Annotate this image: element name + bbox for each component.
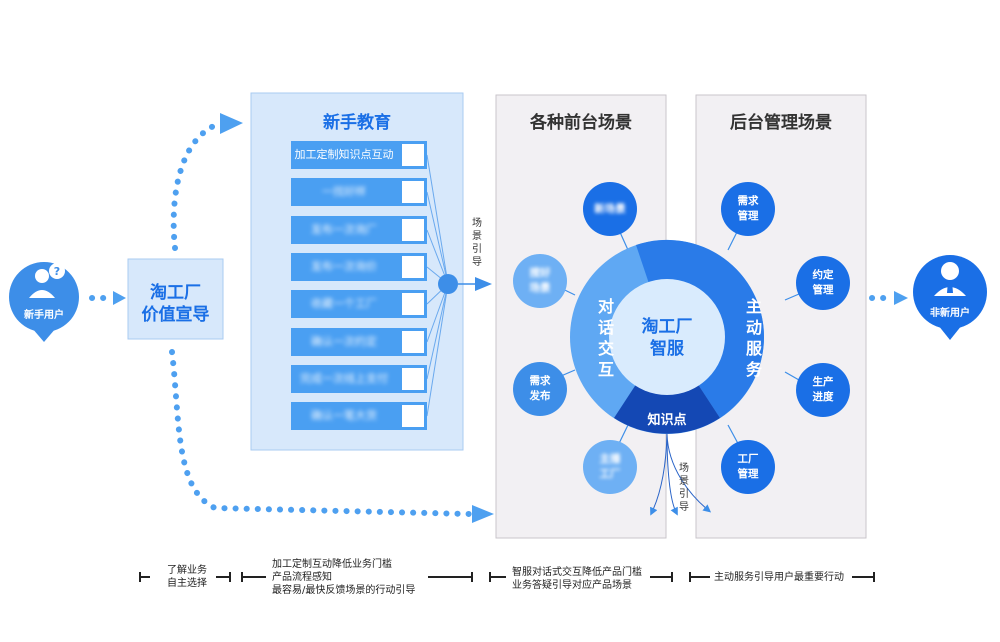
tutorial-task[interactable]: 确认一次约定 [291,328,427,356]
checkbox-icon [402,256,424,278]
non-new-user-label: 非新用户 [930,308,970,319]
back-node[interactable]: 需求 管理 [721,182,775,236]
hub-center-label: 淘工厂 智服 [641,317,693,359]
front-node[interactable]: 需求 发布 [513,362,567,416]
caption-4: 主动服务引导用户最重要行动 [714,572,844,583]
hub-ring [570,239,765,434]
back-panel-title: 后台管理场景 [730,113,832,133]
task-label: 发布一次询价 [311,260,377,273]
arrow-to-tutorial [220,113,243,134]
collector-arrow-head [475,277,492,291]
tutorial-task[interactable]: 完成一次线上支付 [291,365,427,393]
node-label: 新场景 [594,202,626,215]
task-label: 发布一次询厂 [311,223,377,236]
front-panel-title: 各种前台场景 [530,113,632,133]
node-label: 搜好 场景 [529,267,551,294]
tutorial-title: 新手教育 [323,113,391,133]
arrow-to-guide [113,291,126,305]
value-guide-line2: 价值宣导 [141,305,210,325]
task-label: 完成一次线上支付 [300,372,388,385]
caption-1: 了解业务 自主选择 [167,565,207,589]
arrow-to-front [472,505,494,523]
non-new-user-avatar [913,255,987,340]
task-label: 加工定制知识点互动 [294,148,394,161]
back-node[interactable]: 工厂 管理 [721,440,775,494]
front-node[interactable]: 搜好 场景 [513,254,567,308]
front-node[interactable]: 主播 工厂 [583,440,637,494]
task-label: 收藏一个工厂 [311,297,377,310]
node-label: 主播 工厂 [599,453,621,480]
scene-guide-label-top: 场景引导 [472,218,482,268]
scene-guide-label-bottom: 场景引导 [679,463,689,513]
front-node[interactable]: 新场景 [583,182,637,236]
node-label: 工厂 管理 [737,453,759,480]
checkbox-icon [402,181,424,203]
arrow-to-non-new-user [894,291,908,305]
node-label: 生产 进度 [812,376,834,403]
value-guide-box [127,258,224,340]
checkbox-icon [402,368,424,390]
task-label: 确认一次约定 [311,335,377,348]
node-label: 约定 管理 [812,269,834,296]
tutorial-task[interactable]: 一找好样 [291,178,427,206]
task-label: 一找好样 [322,185,366,198]
task-label: 确认一笔大货 [311,409,377,422]
caption-3: 智服对话式交互降低产品门槛 业务答疑引导对应产品场景 [512,567,642,591]
flow-guide-to-tutorial [170,121,221,251]
hub-bottom-arc-label: 知识点 [647,413,687,428]
back-node[interactable]: 生产 进度 [796,363,850,417]
tutorial-task[interactable]: 发布一次询价 [291,253,427,281]
node-label: 需求 发布 [529,375,551,402]
tutorial-task[interactable]: 发布一次询厂 [291,216,427,244]
tutorial-task[interactable]: 收藏一个工厂 [291,290,427,318]
collector-dot [438,274,458,294]
checkbox-icon [402,405,424,427]
hub-left-arc-label: 对话交互 [597,297,614,379]
back-node[interactable]: 约定 管理 [796,256,850,310]
caption-2: 加工定制互动降低业务门槛 产品流程感知 最容易/最快反馈场景的行动引导 [272,559,416,596]
checkbox-icon [402,331,424,353]
svg-text:?: ? [54,265,60,278]
new-user-label: 新手用户 [24,310,64,321]
new-user-avatar: ? [9,262,79,342]
value-guide-line1: 淘工厂 [150,283,201,303]
hub-right-arc-label: 主动服务 [745,297,762,379]
tutorial-task[interactable]: 确认一笔大货 [291,402,427,430]
node-label: 需求 管理 [737,195,759,222]
knowledge-down-arrows [650,433,712,516]
tutorial-task[interactable]: 加工定制知识点互动 [291,141,427,169]
checkbox-icon [402,219,424,241]
checkbox-icon [402,144,424,166]
timeline-brackets [139,572,875,582]
checkbox-icon [402,293,424,315]
